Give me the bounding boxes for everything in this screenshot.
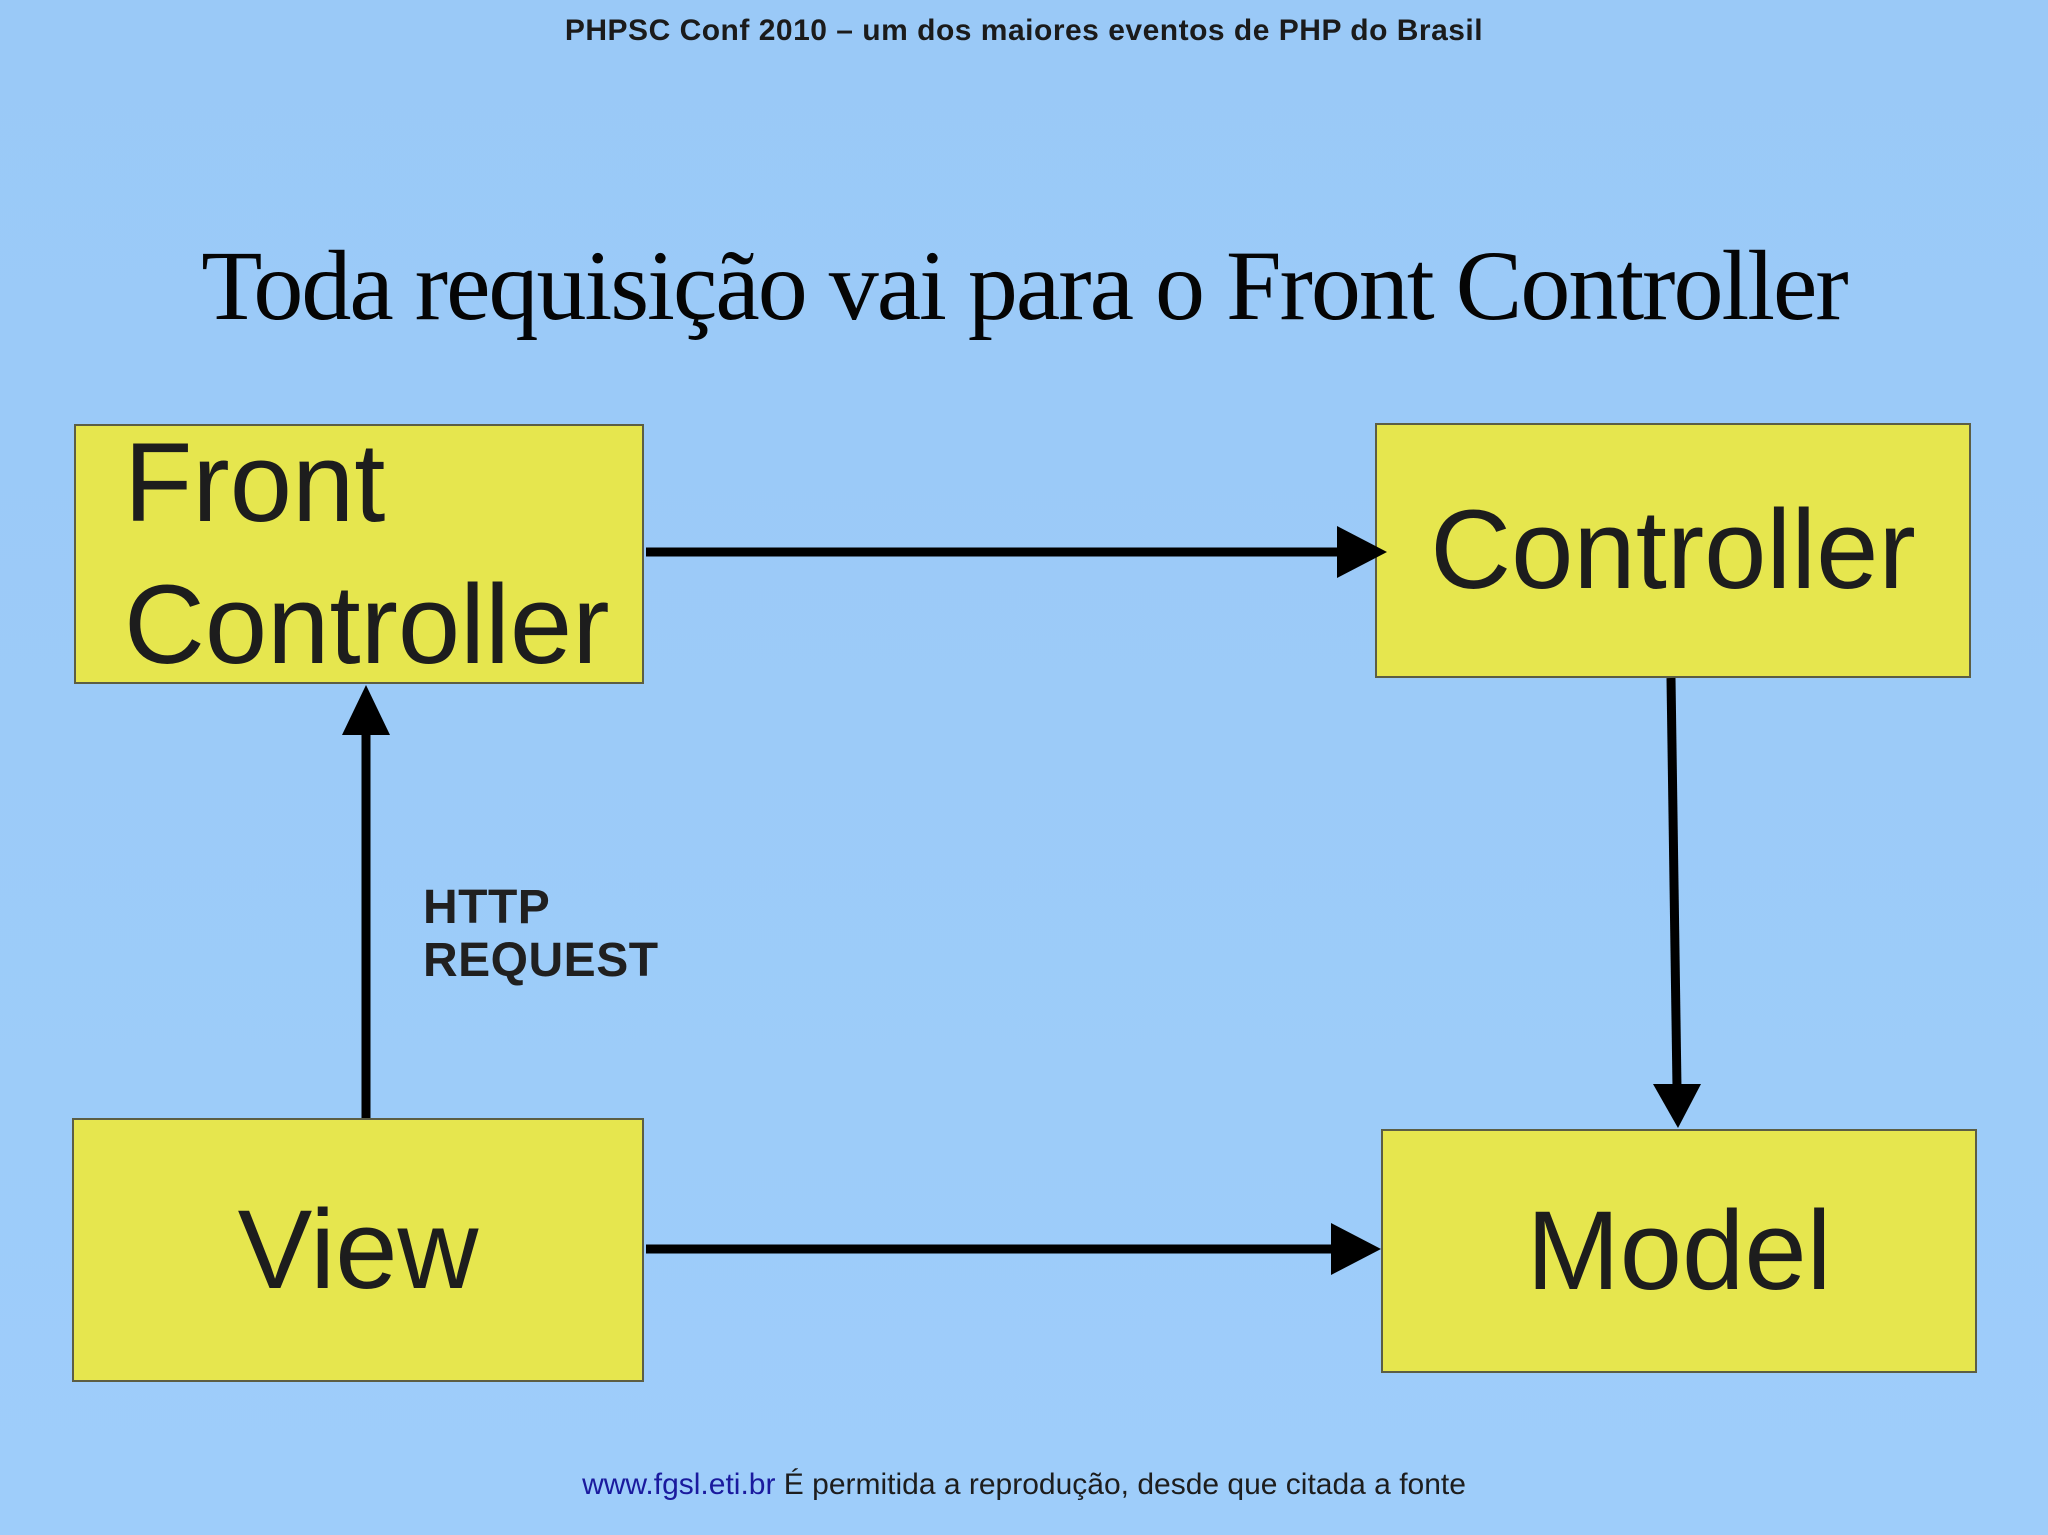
arrow-view-to-model: [646, 1223, 1381, 1275]
box-controller: Controller: [1375, 423, 1971, 678]
slide-footer: www.fgsl.eti.br É permitida a reprodução…: [0, 1468, 2048, 1502]
arrow-view-to-front-controller: [342, 685, 390, 1118]
box-model-label: Model: [1526, 1187, 1832, 1313]
box-view: View: [72, 1118, 644, 1382]
box-view-label: View: [237, 1186, 479, 1312]
arrow-front-controller-to-controller: [646, 526, 1387, 578]
box-front-controller: Front Controller: [74, 420, 644, 687]
box-front-controller-label: Front Controller: [124, 419, 610, 687]
box-model: Model: [1381, 1129, 1977, 1373]
arrow-controller-to-model: [1653, 677, 1701, 1128]
page-title: Toda requisição vai para o Front Control…: [201, 230, 1848, 341]
box-controller-label: Controller: [1430, 487, 1916, 613]
http-request-label: HTTP REQUEST: [423, 881, 659, 987]
slide-header: PHPSC Conf 2010 – um dos maiores eventos…: [564, 14, 1484, 47]
footer-link[interactable]: www.fgsl.eti.br: [582, 1468, 776, 1501]
footer-text: É permitida a reprodução, desde que cita…: [783, 1468, 1466, 1501]
